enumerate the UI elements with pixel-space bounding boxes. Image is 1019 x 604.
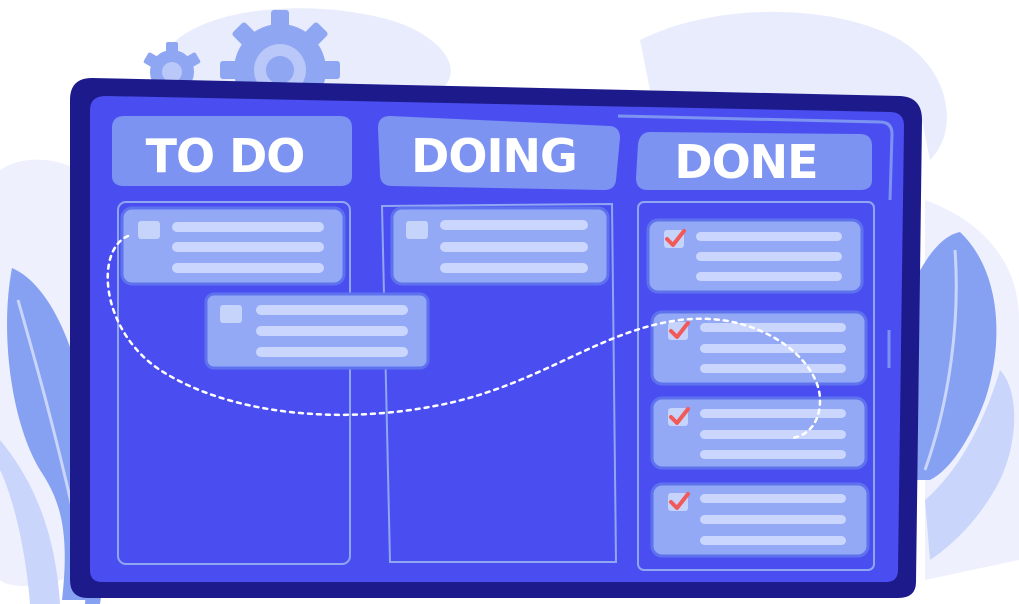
task-card[interactable] (390, 206, 610, 286)
checkbox[interactable] (406, 221, 428, 239)
check-icon (669, 407, 690, 425)
column-lane (380, 202, 618, 563)
gear-icon (143, 10, 340, 130)
column-doing: DOING (378, 116, 620, 563)
column-done: DONE (636, 132, 875, 571)
task-card-dragging[interactable] (204, 292, 430, 370)
leaf-icon (915, 232, 1015, 560)
column-title-to-do: TO DO (146, 129, 305, 183)
check-icon (669, 321, 690, 339)
column-to-do: TO DO (112, 116, 352, 565)
task-card-done[interactable] (650, 482, 870, 558)
column-lane (637, 201, 875, 571)
check-icon (669, 492, 690, 510)
task-card-done[interactable] (650, 310, 868, 386)
check-icon (665, 229, 686, 247)
motion-path (106, 234, 822, 440)
task-card-done[interactable] (650, 396, 868, 470)
checkbox[interactable] (220, 305, 242, 323)
task-card[interactable] (120, 206, 346, 286)
task-card-done[interactable] (646, 218, 864, 294)
column-title-done: DONE (674, 135, 817, 189)
checkbox[interactable] (138, 221, 160, 239)
column-lane (117, 201, 351, 565)
column-title-doing: DOING (411, 129, 577, 183)
